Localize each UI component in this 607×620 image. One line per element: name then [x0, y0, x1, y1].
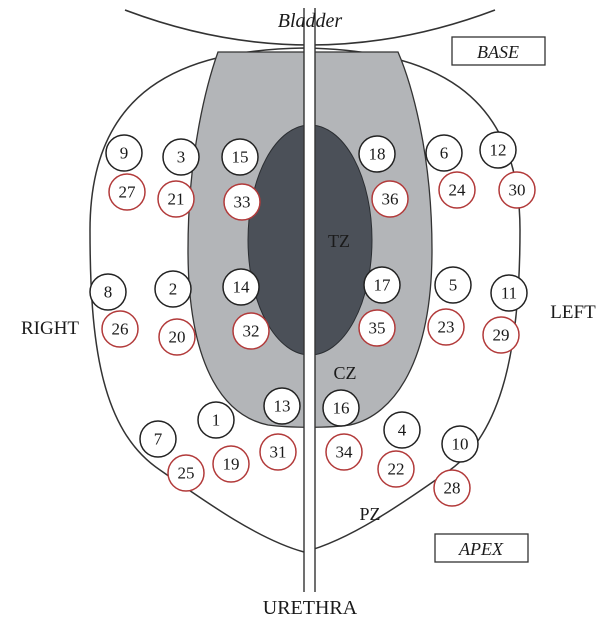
biopsy-core-29: 29 — [483, 317, 519, 353]
core-number: 36 — [382, 190, 399, 209]
right-label: RIGHT — [21, 318, 79, 339]
core-number: 22 — [388, 460, 405, 479]
biopsy-core-27: 27 — [109, 174, 145, 210]
biopsy-core-35: 35 — [359, 310, 395, 346]
core-number: 28 — [444, 479, 461, 498]
biopsy-core-36: 36 — [372, 181, 408, 217]
biopsy-core-21: 21 — [158, 181, 194, 217]
core-number: 12 — [490, 141, 507, 160]
urethra-label: URETHRA — [263, 597, 358, 619]
biopsy-core-12: 12 — [480, 132, 516, 168]
core-number: 13 — [274, 397, 291, 416]
core-number: 29 — [493, 326, 510, 345]
urethra-channel — [304, 8, 315, 592]
core-number: 23 — [438, 318, 455, 337]
biopsy-core-1: 1 — [198, 402, 234, 438]
biopsy-core-28: 28 — [434, 470, 470, 506]
core-number: 26 — [112, 320, 129, 339]
cz-label: CZ — [333, 363, 356, 383]
core-number: 11 — [501, 284, 517, 303]
biopsy-core-3: 3 — [163, 139, 199, 175]
apex-label: APEX — [458, 539, 504, 559]
biopsy-core-7: 7 — [140, 421, 176, 457]
core-number: 30 — [509, 181, 526, 200]
biopsy-core-10: 10 — [442, 426, 478, 462]
left-label: LEFT — [550, 302, 596, 323]
biopsy-core-19: 19 — [213, 446, 249, 482]
biopsy-core-34: 34 — [326, 434, 362, 470]
core-number: 24 — [449, 181, 467, 200]
biopsy-core-30: 30 — [499, 172, 535, 208]
core-number: 35 — [369, 319, 386, 338]
bladder-label: Bladder — [278, 10, 343, 32]
tz-label: TZ — [328, 231, 350, 251]
core-number: 19 — [223, 455, 240, 474]
biopsy-core-14: 14 — [223, 269, 259, 305]
core-number: 10 — [452, 435, 469, 454]
core-number: 4 — [398, 421, 407, 440]
biopsy-core-2: 2 — [155, 271, 191, 307]
biopsy-core-9: 9 — [106, 135, 142, 171]
core-number: 20 — [169, 328, 186, 347]
biopsy-core-15: 15 — [222, 139, 258, 175]
core-number: 7 — [154, 430, 163, 449]
core-number: 34 — [336, 443, 354, 462]
biopsy-core-32: 32 — [233, 313, 269, 349]
biopsy-core-5: 5 — [435, 267, 471, 303]
core-number: 15 — [232, 148, 249, 167]
core-number: 3 — [177, 148, 186, 167]
core-number: 17 — [374, 276, 392, 295]
biopsy-core-8: 8 — [90, 274, 126, 310]
core-number: 9 — [120, 144, 129, 163]
biopsy-core-13: 13 — [264, 388, 300, 424]
biopsy-core-31: 31 — [260, 434, 296, 470]
core-number: 18 — [369, 145, 386, 164]
biopsy-core-33: 33 — [224, 184, 260, 220]
core-number: 32 — [243, 322, 260, 341]
biopsy-core-18: 18 — [359, 136, 395, 172]
core-number: 16 — [333, 399, 350, 418]
biopsy-core-25: 25 — [168, 455, 204, 491]
biopsy-core-22: 22 — [378, 451, 414, 487]
core-number: 27 — [119, 183, 137, 202]
core-number: 25 — [178, 464, 195, 483]
biopsy-core-23: 23 — [428, 309, 464, 345]
biopsy-core-20: 20 — [159, 319, 195, 355]
core-number: 33 — [234, 193, 251, 212]
biopsy-core-16: 16 — [323, 390, 359, 426]
core-number: 21 — [168, 190, 185, 209]
core-number: 5 — [449, 276, 458, 295]
biopsy-core-26: 26 — [102, 311, 138, 347]
core-number: 31 — [270, 443, 287, 462]
base-label: BASE — [477, 42, 519, 62]
biopsy-core-4: 4 — [384, 412, 420, 448]
biopsy-core-24: 24 — [439, 172, 475, 208]
core-number: 8 — [104, 283, 113, 302]
pz-label: PZ — [359, 504, 380, 524]
core-number: 14 — [233, 278, 251, 297]
biopsy-core-6: 6 — [426, 135, 462, 171]
core-number: 2 — [169, 280, 178, 299]
core-number: 1 — [212, 411, 221, 430]
biopsy-core-17: 17 — [364, 267, 400, 303]
core-number: 6 — [440, 144, 449, 163]
biopsy-core-11: 11 — [491, 275, 527, 311]
